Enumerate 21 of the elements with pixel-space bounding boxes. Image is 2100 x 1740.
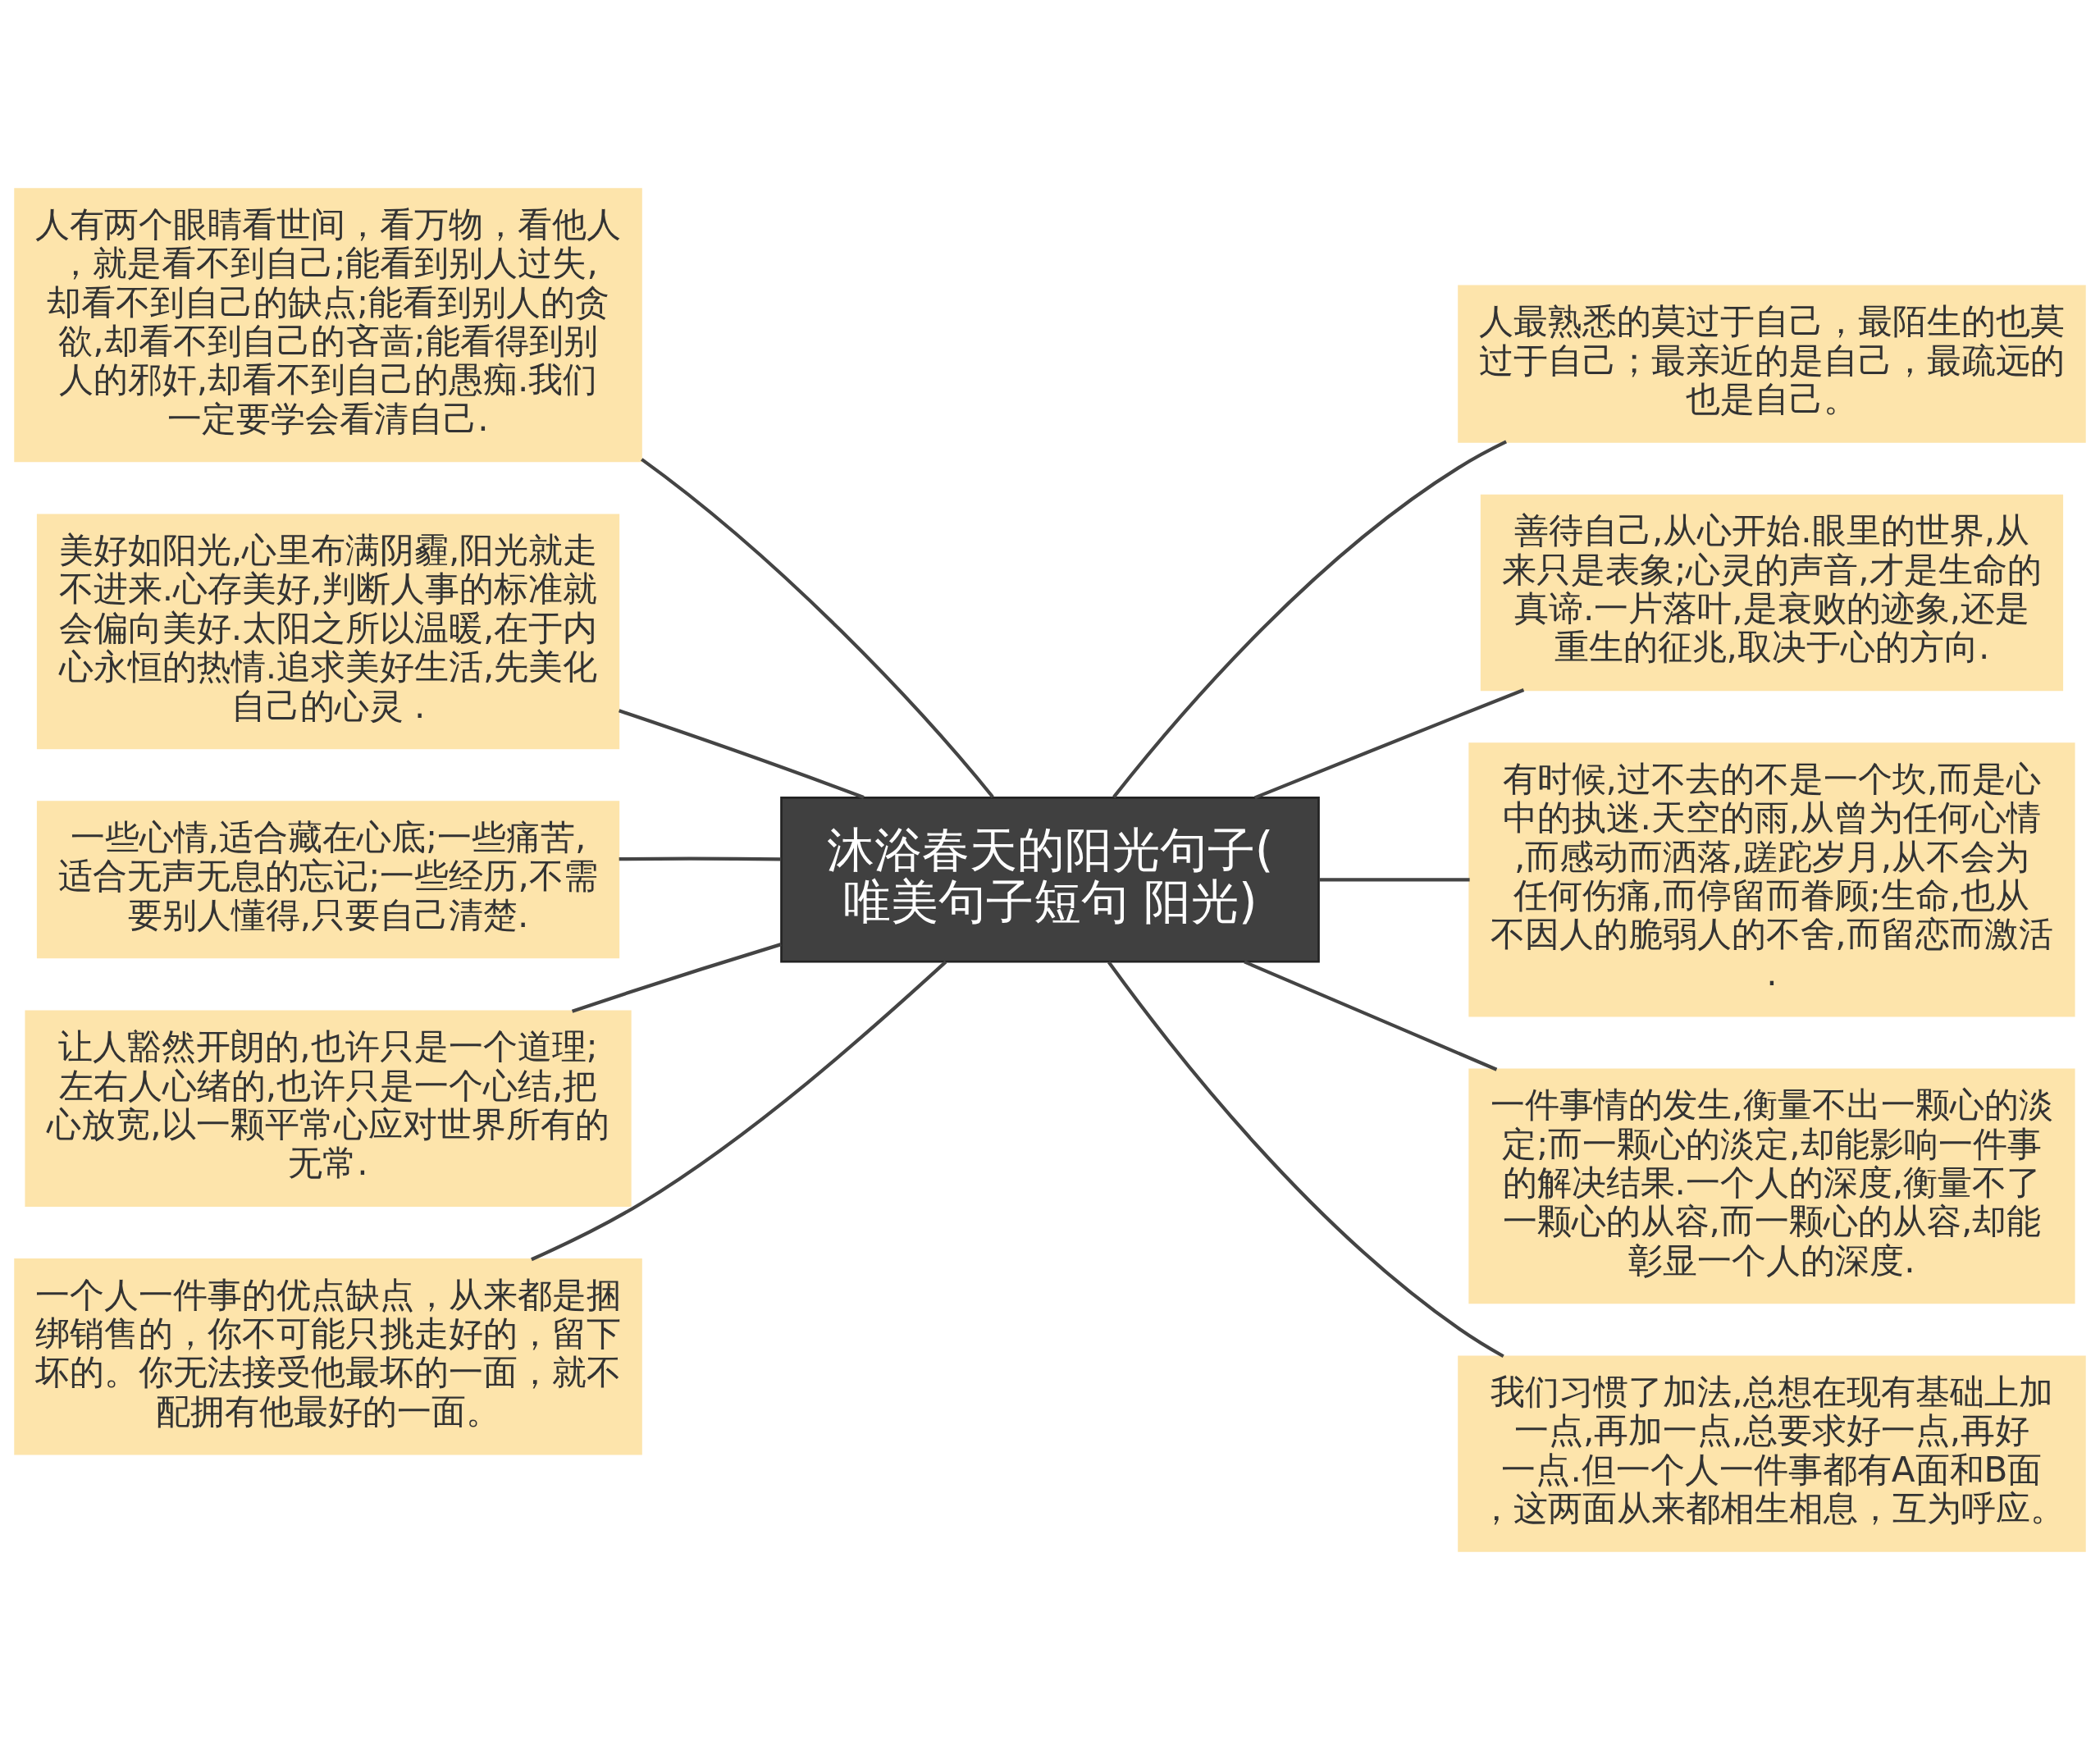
node-box: 有时候,过不去的不是一个坎,而是心中的执迷.天空的雨,从曾为任何心情,而感动而洒落,蹉跎岁月,从不会为任何伤痛,而停留而眷顾;生命,也从不因人的脆弱人的不舍,而留恋而激活. (1468, 742, 2075, 1017)
connector (1112, 440, 1508, 798)
node-box: 人最熟悉的莫过于自己，最陌生的也莫过于自己；最亲近的是自己，最疏远的也是自己。 (1458, 285, 2086, 443)
node-box: 一件事情的发生,衡量不出一颗心的淡定;而一颗心的淡定,却能影响一件事的解决结果.一个人的深度,衡量不了一颗心的从容,而一颗心的从容,却能彰显一个人的深度. (1468, 1068, 2075, 1304)
connector (1244, 960, 1498, 1071)
node-box: 人有两个眼睛看世间，看万物，看他人，就是看不到自己;能看到别人过失,却看不到自己的缺点;能看到别人的贪欲,却看不到自己的吝啬;能看得到别人的邪奸,却看不到自己的愚痴.我们一定要学会看清自己. (14, 188, 642, 463)
connector (571, 943, 782, 1013)
connector (1319, 878, 1470, 882)
connector (1253, 688, 1525, 800)
connector (619, 856, 782, 861)
node-box: 善待自己,从心开始.眼里的世界,从来只是表象;心灵的声音,才是生命的真谛.一片落叶,是衰败的迹象,还是重生的征兆,取决于心的方向. (1480, 494, 2064, 692)
connector (619, 709, 865, 799)
connector (1107, 961, 1504, 1359)
node-box: 美好如阳光,心里布满阴霾,阳光就走不进来.心存美好,判断人事的标准就会偏向美好.太阳之所以温暖,在于内心永恒的热情.追求美好生活,先美化自己的心灵 . (36, 514, 620, 750)
connector (640, 458, 994, 798)
node-box: 我们习惯了加法,总想在现有基础上加一点,再加一点,总要求好一点,再好一点.但一个人一件事都有A面和B面，这两面从来都相生相息，互为呼应。 (1458, 1355, 2086, 1552)
node-box: 让人豁然开朗的,也许只是一个道理;左右人心绪的,也许只是一个心结,把心放宽,以一颗平常心应对世界所有的无常. (25, 1010, 632, 1207)
node-box: 沐浴春天的阳光句子(唯美句子短句 阳光) (780, 797, 1320, 963)
node-box: 一个人一件事的优点缺点，从来都是捆绑销售的，你不可能只挑走好的，留下坏的。你无法接受他最坏的一面，就不配拥有他最好的一面。 (14, 1258, 642, 1455)
node-box: 一些心情,适合藏在心底;一些痛苦,适合无声无息的忘记;一些经历,不需要别人懂得,只要自己清楚. (36, 801, 620, 959)
connector (531, 960, 947, 1262)
